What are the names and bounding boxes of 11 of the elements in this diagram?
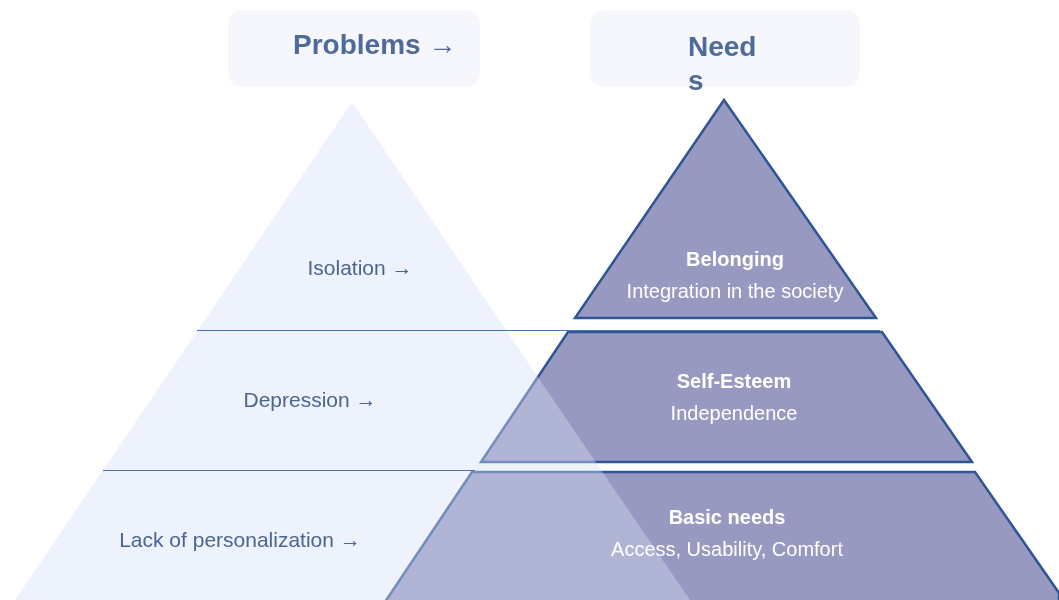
level-description: Independence: [670, 401, 798, 426]
level-description: Access, Usability, Comfort: [611, 537, 843, 562]
level-description: Integration in the society: [626, 279, 844, 304]
level-title: Basic needs: [667, 505, 787, 530]
problem-label: Isolation →: [307, 256, 413, 280]
header-text: Problems →: [293, 28, 458, 62]
level-title: Self-Esteem: [675, 369, 793, 394]
level-title: Belonging: [685, 247, 785, 272]
header-text: Needs: [688, 30, 758, 98]
problem-label: Lack of personalization →: [119, 528, 361, 552]
problem-label: Depression →: [243, 388, 377, 412]
